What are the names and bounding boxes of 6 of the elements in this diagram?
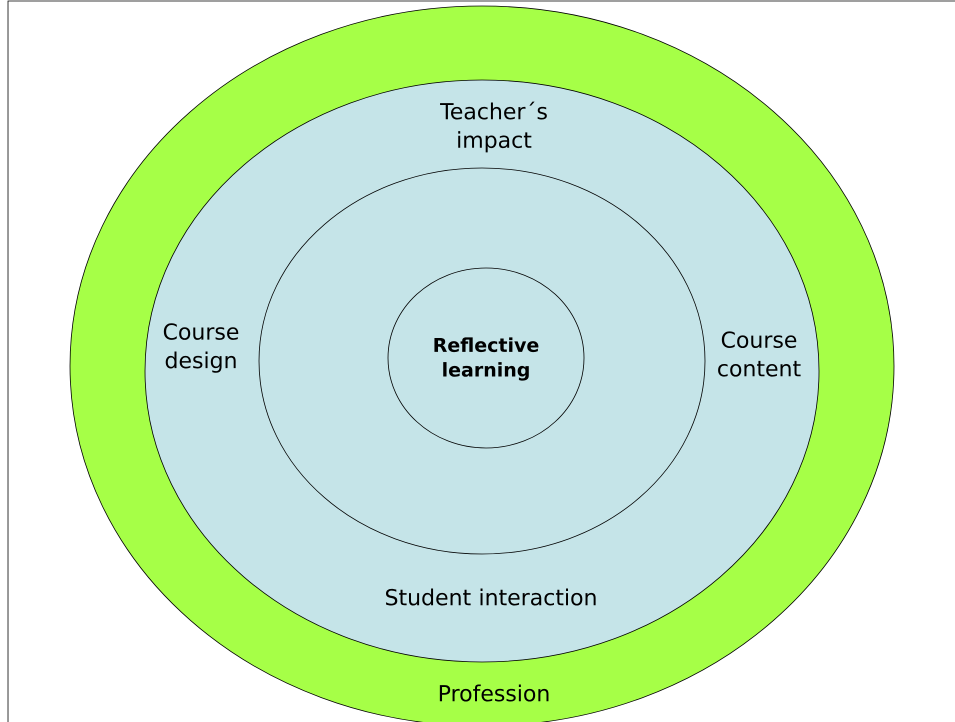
label: Course design [164,323,238,373]
label: Profession [440,684,548,702]
label: Teacher´s impact [440,102,547,152]
label: Reflective learning [434,337,538,381]
label: Student interaction [386,588,596,606]
label: Course content [718,331,801,377]
